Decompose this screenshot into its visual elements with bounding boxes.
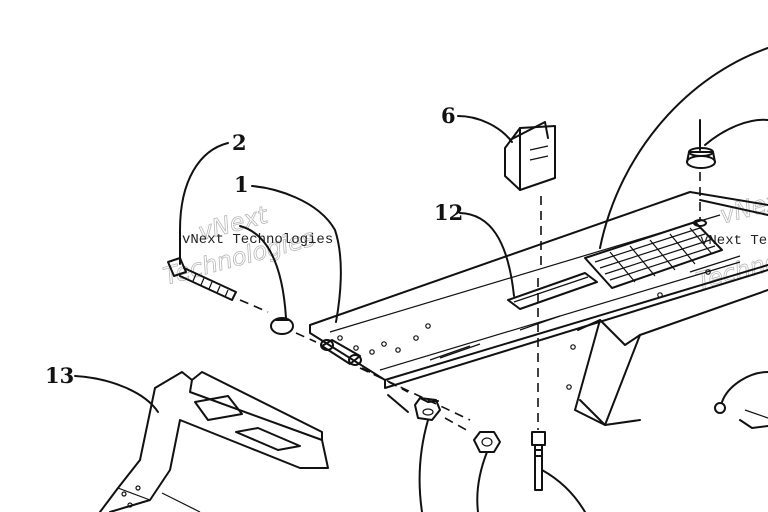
grommet-part-left: [414, 397, 441, 421]
leader-curve-grommet: [704, 118, 768, 146]
leader-2: [179, 142, 229, 265]
part-13-bracket: [99, 371, 329, 512]
bolt-axis: [239, 299, 269, 313]
nut-leader-stub: [387, 394, 409, 413]
callout-12: 12: [434, 200, 515, 297]
watermark-small-right: vNext Te: [700, 233, 767, 249]
leader-1: [251, 185, 342, 323]
leader-13: [74, 375, 159, 413]
callout-6: 6: [441, 103, 513, 143]
callout-2-label: 2: [232, 130, 247, 155]
leader-washer: [239, 225, 287, 319]
leader-nut: [476, 451, 488, 512]
callout-1: 1: [234, 172, 342, 323]
callout-2: 2: [179, 130, 247, 265]
leader-grommet-left: [418, 419, 429, 512]
washer-part: [270, 317, 294, 335]
callout-6-label: 6: [441, 103, 456, 128]
assembly-axis: [359, 367, 471, 421]
leader-curve-top-right: [599, 47, 768, 249]
callout-13: 13: [45, 363, 159, 413]
leader-12: [459, 212, 515, 297]
grommet-part: [686, 119, 716, 227]
leader-rivet: [541, 469, 586, 512]
spacer-axis: [295, 332, 317, 343]
watermark-small-left: vNext Technologies: [182, 232, 333, 248]
callout-1-label: 1: [234, 172, 249, 197]
hex-nut-part: [473, 431, 501, 453]
bolt-part-2: [167, 257, 237, 301]
strap-part: [714, 371, 768, 429]
leader-6: [457, 115, 513, 143]
watermark-big-right-1: vNext: [717, 184, 768, 230]
callout-13-label: 13: [45, 363, 74, 388]
callout-12-label: 12: [434, 200, 463, 225]
chassis-tunnel: [309, 191, 768, 426]
spacer-part: [320, 339, 362, 366]
spacer-axis-2: [361, 367, 409, 393]
part-6-clip: [504, 121, 556, 268]
leader-bracket-lower: [161, 492, 201, 512]
rivet-part: [531, 431, 546, 491]
nut-axis: [444, 417, 471, 433]
